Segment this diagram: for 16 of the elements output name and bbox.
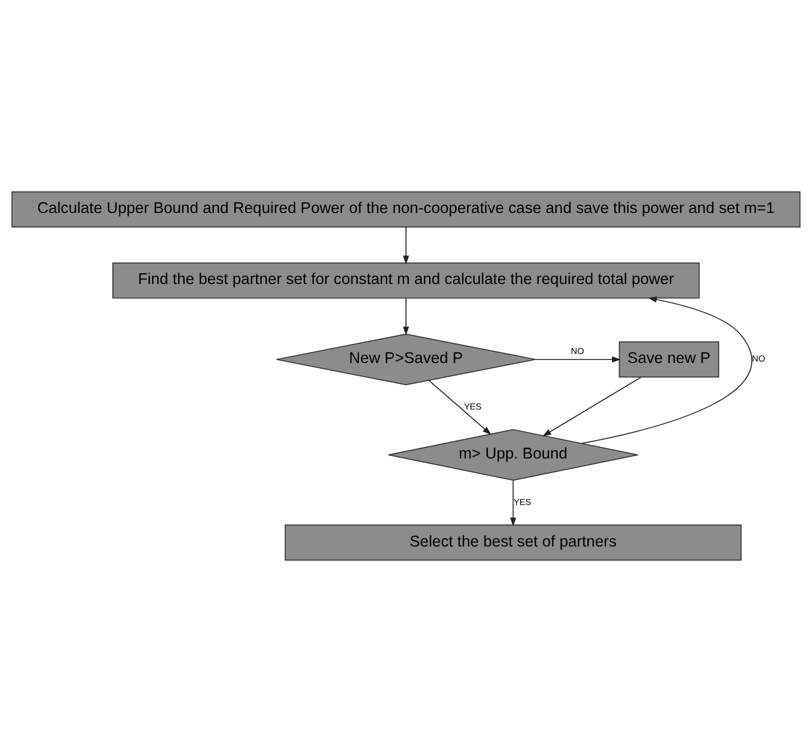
arrow — [428, 379, 492, 434]
edge-label: YES — [464, 400, 482, 411]
node-diamond: New P>Saved P — [276, 333, 536, 385]
arrow — [542, 376, 642, 436]
edge-label: YES — [514, 496, 532, 506]
node-box: Select the best set of partners — [284, 524, 742, 560]
node-box: Calculate Upper Bound and Required Power of the non-cooperative case and save this power and set m=1 — [12, 190, 800, 227]
node-box: Find the best partner set for constant m and calculate the required total power — [112, 262, 700, 298]
arrow — [402, 226, 410, 264]
node-box: Save new P — [618, 340, 720, 377]
arrow — [535, 356, 621, 362]
arrow — [402, 297, 410, 335]
arrow — [510, 480, 516, 526]
edge-label: NO — [570, 345, 584, 356]
edge-label: NO — [752, 353, 766, 364]
arrow — [581, 296, 752, 444]
